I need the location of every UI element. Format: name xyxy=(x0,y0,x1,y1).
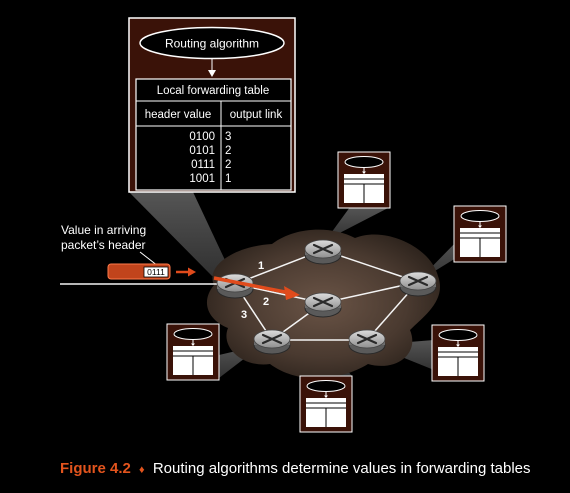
row-header-value: 1001 xyxy=(189,173,215,185)
link-label-1: 1 xyxy=(258,260,264,272)
packet-caption-line2: packet’s header xyxy=(61,238,146,252)
forwarding-table: Local forwarding table header value outp… xyxy=(135,78,292,191)
row-output-link: 1 xyxy=(225,173,231,185)
routing-algorithm-label: Routing algorithm xyxy=(165,37,259,51)
mini-forwarding-table xyxy=(453,205,507,263)
routing-box: Routing algorithm Local forwarding table… xyxy=(128,17,296,193)
figure-caption: Figure 4.2 ♦ Routing algorithms determin… xyxy=(60,460,531,477)
packet-caption-line1: Value in arriving xyxy=(61,223,146,237)
col-header-value: header value xyxy=(145,109,212,121)
mini-forwarding-table xyxy=(299,375,353,433)
col-output-link: output link xyxy=(230,109,283,121)
figure-label: Figure 4.2 xyxy=(60,460,131,477)
routing-algorithm-oval[interactable] xyxy=(139,26,285,60)
mini-forwarding-table xyxy=(166,323,220,381)
link-label-2: 2 xyxy=(263,296,269,308)
router-icon[interactable] xyxy=(347,328,387,356)
table-title: Local forwarding table xyxy=(157,85,270,97)
arrow-icon xyxy=(176,267,196,277)
arrow-icon xyxy=(213,276,300,300)
row-output-link: 2 xyxy=(225,159,231,171)
row-header-value: 0101 xyxy=(189,145,215,157)
packet-icon[interactable]: 0111 xyxy=(107,263,171,280)
router-icon[interactable] xyxy=(303,291,343,319)
link-label-3: 3 xyxy=(241,309,247,321)
row-output-link: 3 xyxy=(225,131,231,143)
caption-separator: ♦ xyxy=(139,464,145,476)
mini-forwarding-table xyxy=(337,151,391,209)
row-header-value: 0100 xyxy=(189,131,215,143)
packet-header-value: 0111 xyxy=(147,267,165,277)
svg-text:Figure 4.2 ♦ Routi: Figure 4.2 ♦ Routing algorithms determin… xyxy=(60,460,531,477)
row-header-value: 0111 xyxy=(191,159,215,171)
mini-forwarding-table xyxy=(431,324,485,382)
caption-text: Routing algorithms determine values in f… xyxy=(153,460,531,477)
row-output-link: 2 xyxy=(225,145,231,157)
router-icon[interactable] xyxy=(252,328,292,356)
router-icon[interactable] xyxy=(398,270,438,298)
router-icon[interactable] xyxy=(303,238,343,266)
